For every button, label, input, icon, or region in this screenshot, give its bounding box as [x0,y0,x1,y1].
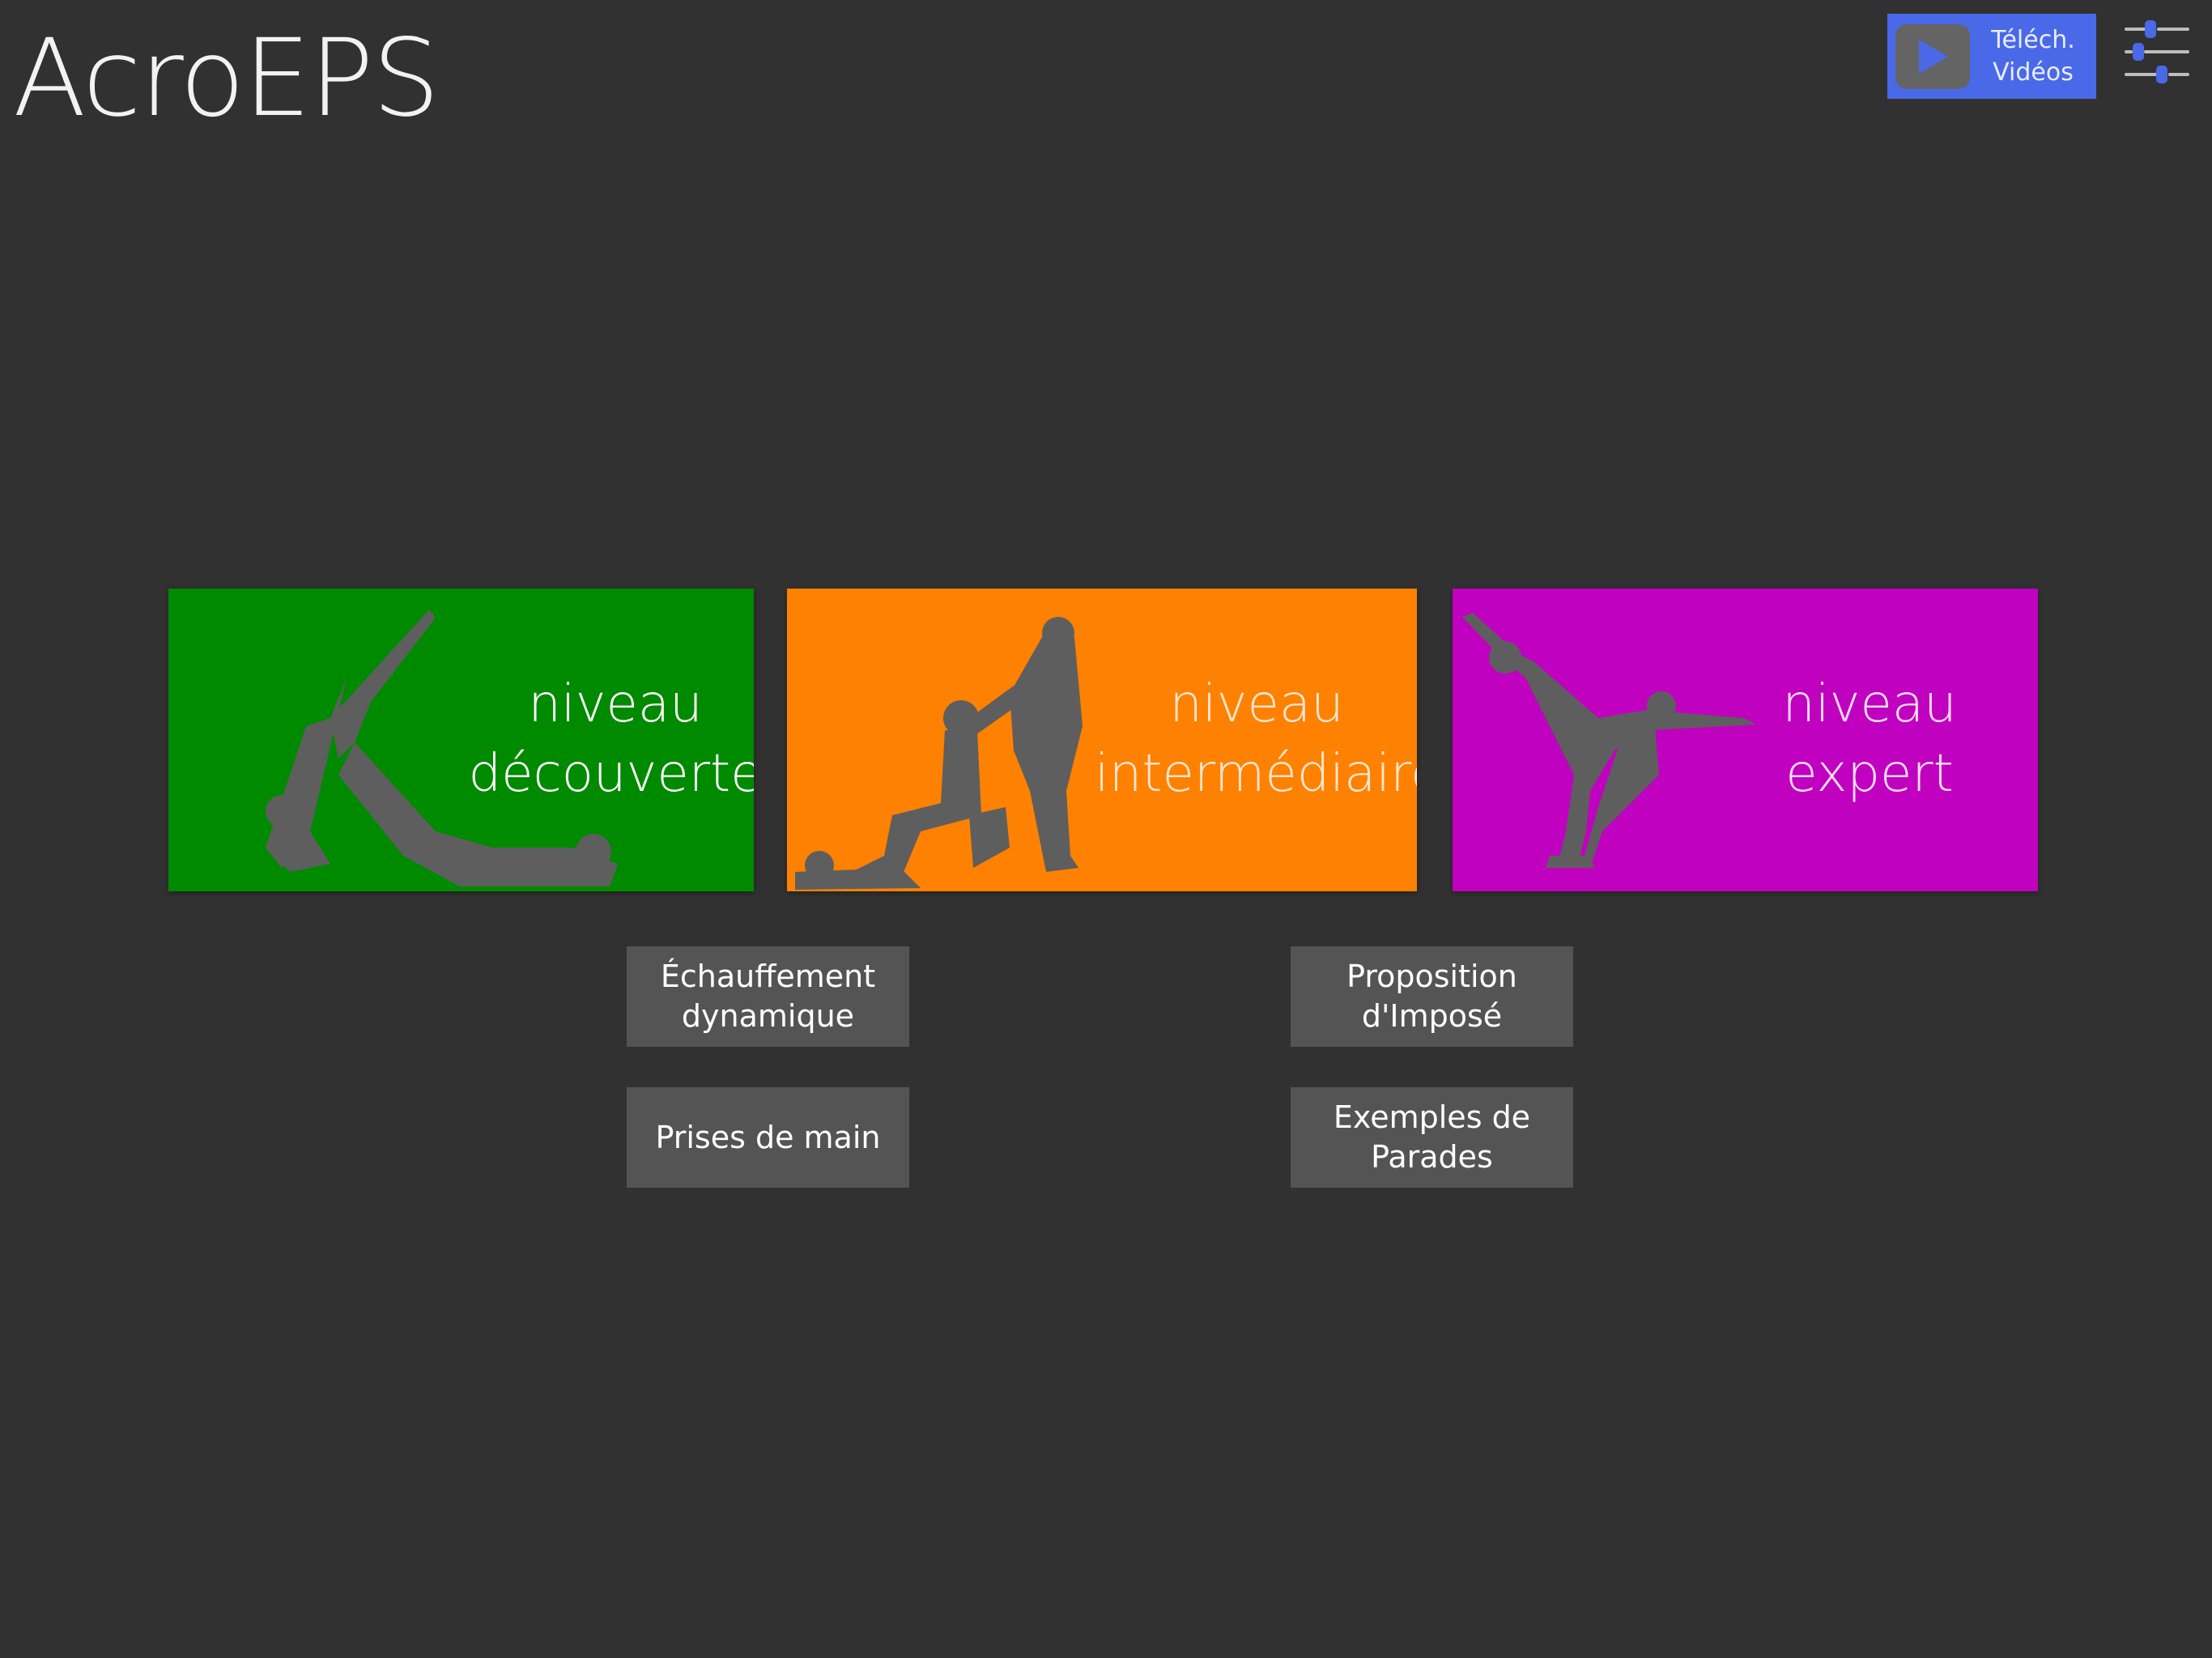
download-videos-label: Téléch. Vidéos [1970,24,2096,89]
download-label-line2: Vidéos [1993,57,2074,87]
button-label-line1: Proposition [1346,959,1517,994]
app-title: AcroEPS [13,16,440,141]
level-label: niveau intermédiaire [1095,670,1417,809]
proposition-impose-button[interactable]: Proposition d'Imposé [1291,946,1573,1047]
button-label-line1: Prises de main [655,1119,881,1155]
level-label-line1: niveau [528,674,703,734]
button-label: Exemples de Parades [1334,1098,1530,1177]
level-label: niveau expert [1748,670,1991,809]
button-label: Prises de main [655,1118,880,1158]
button-label-line1: Échauffement [660,959,876,994]
acrobats-silhouette-image [795,617,1083,890]
level-label-line2: découverte [468,744,754,804]
level-label-line2: intermédiaire [1095,744,1417,804]
acrobats-silhouette-image [1462,613,1756,868]
level-card-intermediaire[interactable]: niveau intermédiaire [787,589,1417,891]
echauffement-button[interactable]: Échauffement dynamique [627,946,909,1047]
level-label: niveau découverte [462,670,754,809]
acrobats-silhouette-image [266,610,618,886]
settings-button[interactable] [2123,18,2191,86]
level-label-line1: niveau [1169,674,1344,734]
button-label: Proposition d'Imposé [1346,957,1517,1036]
button-label-line2: d'Imposé [1361,998,1503,1034]
level-card-expert[interactable]: niveau expert [1453,589,2038,891]
button-label-line2: Parades [1371,1139,1493,1175]
level-label-line1: niveau [1782,674,1957,734]
button-label: Échauffement dynamique [661,957,875,1036]
exemples-parades-button[interactable]: Exemples de Parades [1291,1087,1573,1188]
button-label-line2: dynamique [681,998,855,1034]
download-videos-button[interactable]: Téléch. Vidéos [1887,14,2096,99]
prises-de-main-button[interactable]: Prises de main [627,1087,909,1188]
level-label-line2: expert [1785,744,1954,804]
button-label-line1: Exemples de [1333,1099,1531,1135]
sliders-icon [2125,20,2189,83]
play-icon [1895,23,1970,89]
level-card-decouverte[interactable]: niveau découverte [168,589,754,891]
download-label-line1: Téléch. [1991,25,2075,54]
